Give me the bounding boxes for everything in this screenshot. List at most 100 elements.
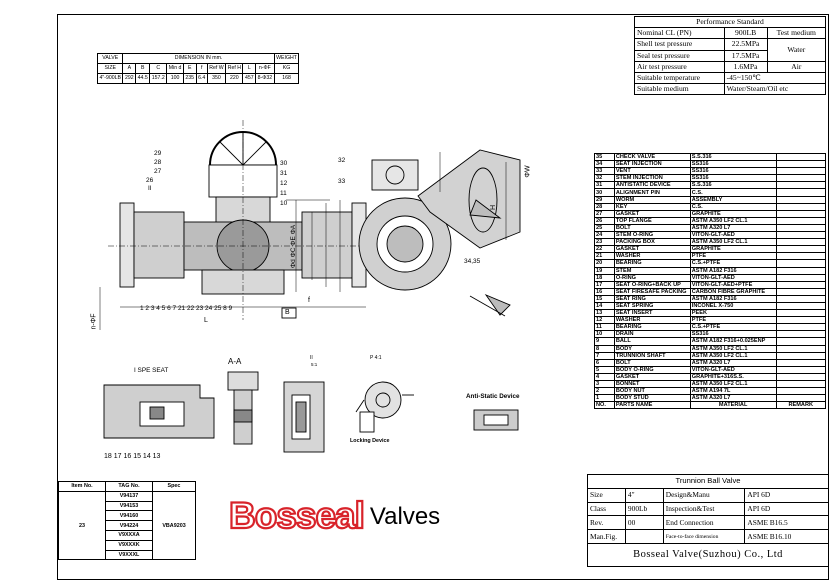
parts-name: BEARING — [613, 259, 691, 268]
parts-no: 27 — [594, 209, 615, 218]
title-key: Man.Fig. — [587, 529, 626, 544]
parts-name: SEAT RING — [613, 294, 691, 303]
parts-name: BALL — [613, 337, 691, 346]
parts-no: 34 — [594, 160, 615, 169]
parts-remark — [775, 294, 827, 303]
parts-no: 7 — [594, 351, 615, 360]
parts-no: 4 — [594, 372, 615, 382]
dim-value: 350 — [206, 73, 227, 84]
parts-remark — [775, 358, 827, 367]
parts-material: ASTM A350 LF2 CL.1 — [689, 216, 777, 225]
dim-value: 220 — [225, 73, 244, 84]
main-section-view — [99, 120, 375, 330]
dim-b: B — [285, 309, 290, 316]
dim-value: 44.5 — [135, 73, 151, 84]
parts-no: 32 — [594, 174, 615, 183]
dim-value: 457 — [242, 73, 257, 84]
parts-no: 22 — [594, 245, 615, 254]
parts-no: 26 — [594, 216, 615, 225]
dim-size-label: SIZE — [96, 63, 124, 74]
parts-remark — [775, 181, 827, 190]
parts-material: ASTM A350 LF2 CL.1 — [689, 238, 777, 247]
title-key: Class — [587, 501, 626, 517]
dim-nphif: n-ΦF — [90, 313, 98, 330]
parts-material: PTFE — [689, 316, 777, 325]
dim-col: Ref W — [206, 63, 227, 74]
bottom-callouts: 1 2 3 4 5 6 7 21 22 23 24 25 8 9 — [140, 305, 233, 312]
parts-material: VITON-GLT-AED+PTFE — [689, 280, 777, 289]
detail-ii — [283, 381, 325, 453]
parts-name: O-RING — [613, 273, 691, 282]
parts-name: TOP FLANGE — [613, 216, 691, 225]
dim-size: 4"-900LB — [96, 73, 124, 84]
dim-value: 100 — [166, 73, 184, 84]
dim-col: E — [182, 63, 197, 74]
title-value: 00 — [624, 515, 664, 531]
parts-remark — [775, 245, 827, 254]
callout-10: 10 — [280, 200, 288, 207]
dim-weight-unit: KG — [273, 63, 300, 74]
parts-name: BODY — [613, 344, 691, 353]
parts-name: ALIGNMENT PIN — [613, 188, 691, 197]
title-key: Face-to-face dimension — [662, 529, 746, 544]
dim-col: C — [149, 63, 168, 74]
tag-item: 23 — [58, 490, 106, 561]
parts-no: 1 — [594, 394, 615, 403]
dim-col: Ref H — [225, 63, 244, 74]
dim-diameters: Φd ΦC ΦE ΦA — [290, 224, 297, 268]
parts-material: SS316 — [689, 160, 777, 169]
parts-remark — [775, 365, 827, 374]
parts-name: BEARING — [613, 323, 691, 332]
callout-31: 31 — [280, 170, 288, 177]
parts-no: 31 — [594, 181, 615, 190]
dim-weight: 168 — [273, 73, 300, 84]
dim-col: n-ΦF — [255, 63, 275, 74]
parts-remark — [775, 387, 827, 396]
parts-material: SS316 — [689, 330, 777, 339]
parts-remark — [775, 372, 827, 382]
parts-name: STEM — [613, 266, 691, 275]
parts-remark — [775, 152, 827, 162]
dim-valve-label: VALVE — [96, 53, 124, 64]
callout-11: 11 — [280, 190, 287, 197]
parts-material: ASTM A320 L7 — [689, 358, 777, 367]
parts-name: PACKING BOX — [613, 238, 691, 247]
dim-col: B — [135, 63, 151, 74]
parts-no: 20 — [594, 259, 615, 268]
perf-value: Water/Steam/Oil etc — [723, 83, 827, 96]
parts-header-name: PARTS NAME — [613, 401, 691, 410]
product-name: Trunnion Ball Valve — [587, 474, 829, 489]
seat-detail — [103, 384, 215, 439]
parts-remark — [775, 337, 827, 346]
parts-no: 8 — [594, 344, 615, 353]
parts-no: 15 — [594, 294, 615, 303]
parts-remark — [775, 174, 827, 183]
performance-table: Performance Standard Nominal CL (PN)900L… — [634, 15, 827, 96]
parts-remark — [775, 273, 827, 282]
callout-ii: II — [148, 185, 152, 192]
parts-name: TRUNNION SHAFT — [613, 351, 691, 360]
callout-32: 32 — [338, 157, 346, 164]
parts-remark — [775, 202, 827, 211]
parts-no: 10 — [594, 330, 615, 339]
perf-label: Air test pressure — [634, 60, 725, 73]
parts-no: 24 — [594, 231, 615, 240]
